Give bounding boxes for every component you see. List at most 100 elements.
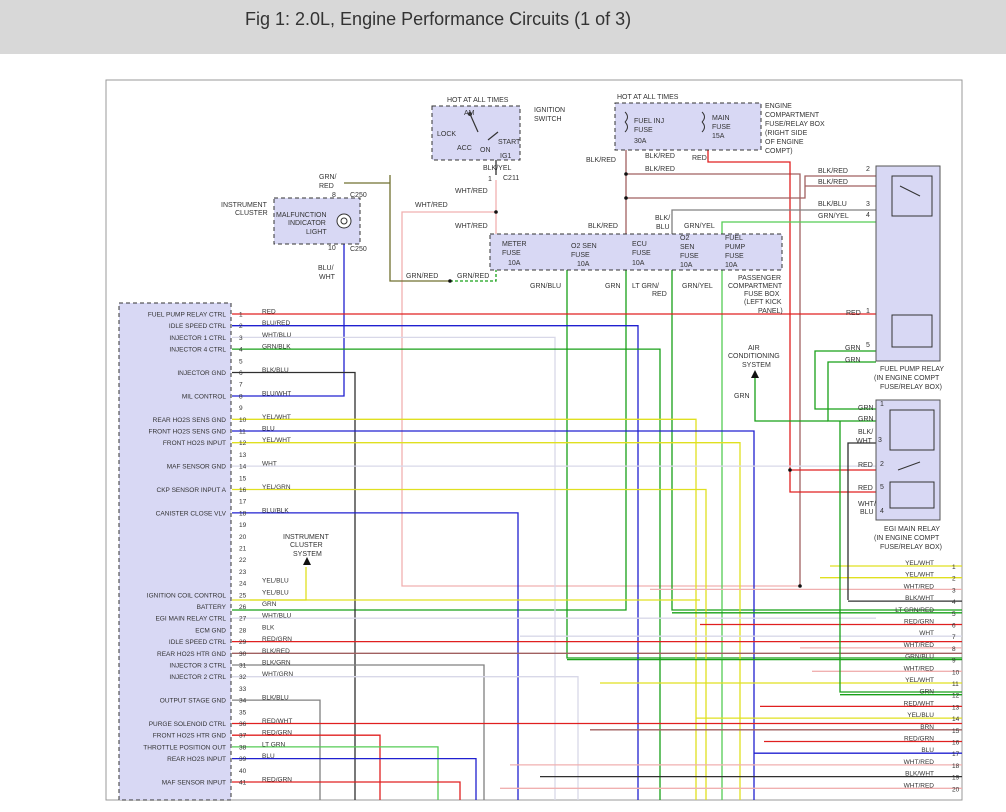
- ecu-pin-number: 27: [239, 616, 247, 623]
- ecu-pin-wire: YEL/WHT: [262, 437, 291, 444]
- wire-wht-red-long: [401, 211, 800, 587]
- ecu-pin-number: 4: [239, 347, 243, 354]
- label-fpr-p5: 5: [866, 342, 870, 349]
- ecu-pin-number: 25: [239, 592, 247, 599]
- ecu-pin-wire: YEL/WHT: [262, 414, 291, 421]
- label-hot-fuse: HOT AT ALL TIMES: [617, 94, 679, 101]
- ecu-pin-wire: YEL/BLU: [262, 578, 289, 585]
- right-conn-pin: 5: [952, 611, 956, 618]
- label-blk-red-d: BLK/RED: [588, 223, 618, 230]
- label-o2b-2: SEN: [680, 244, 694, 251]
- right-conn-pin: 14: [952, 716, 960, 723]
- right-conn-wire: BRN: [920, 724, 934, 731]
- ecu-pin-number: 5: [239, 358, 243, 365]
- ecu-pin-wire: GRN: [262, 601, 277, 608]
- label-main-fuse: FUSE: [712, 124, 731, 131]
- right-conn-wire: LT GRN/RED: [895, 607, 934, 614]
- label-ecu: ECU: [632, 241, 647, 248]
- label-fpr-grnyel: GRN/YEL: [818, 213, 849, 220]
- label-fpr-blkblu: BLK/BLU: [818, 201, 847, 208]
- ecu-pin-wire: WHT: [262, 461, 277, 468]
- right-conn-wire: BLK/WHT: [905, 595, 934, 602]
- wire-pin16: [232, 488, 707, 800]
- label-pcfb3: FUSE BOX: [744, 291, 780, 298]
- label-blk-red-a: BLK/RED: [586, 157, 616, 164]
- label-fpr-p1: 1: [866, 308, 870, 315]
- right-conn-wire: BLK/WHT: [905, 771, 934, 778]
- splice-dot: [624, 196, 628, 200]
- label-ecfb4: (RIGHT SIDE: [765, 130, 808, 137]
- right-conn-wire: GRN/BLU: [905, 654, 934, 661]
- start-contact: [487, 131, 499, 141]
- right-conn-pin: 10: [952, 669, 960, 676]
- right-conn-wire: RED/WHT: [904, 700, 934, 707]
- ecu-pin-wire: BLU/WHT: [262, 390, 291, 397]
- right-conn-pin: 11: [952, 681, 959, 688]
- ecu-pin-wire: WHT/BLU: [262, 613, 292, 620]
- ecu-pin-number: 13: [239, 452, 247, 459]
- wire-pin31: [232, 664, 485, 800]
- wire-pin3: [232, 336, 556, 800]
- label-egi1: EGI MAIN RELAY: [884, 526, 940, 533]
- right-conn-wire: WHT/RED: [904, 642, 935, 649]
- right-conn-pin: 2: [952, 576, 956, 583]
- ecu-pin-label: FUEL PUMP RELAY CTRL: [148, 312, 227, 319]
- right-conn-wire: RED/GRN: [904, 619, 934, 626]
- ecu-pin-number: 28: [239, 627, 247, 634]
- ecu-pin-number: 2: [239, 323, 243, 330]
- label-fpr-p3: 3: [866, 201, 870, 208]
- figure-title: Fig 1: 2.0L, Engine Performance Circuits…: [245, 9, 632, 29]
- fuel-pump-relay-coil: [891, 314, 933, 348]
- egi-main-relay: [875, 399, 941, 521]
- label-pcfb4: (LEFT KICK: [744, 299, 782, 306]
- ecu-pin-wire: BLU: [262, 426, 275, 433]
- label-egi-p1: 1: [880, 401, 884, 408]
- ecu-pin-number: 34: [239, 698, 247, 705]
- ecu-pin-number: 9: [239, 405, 243, 412]
- label-ecu-f: FUSE: [632, 250, 651, 257]
- ecu-pin-number: 39: [239, 756, 247, 763]
- ecu-pin-wire: BLU/BLK: [262, 507, 289, 514]
- right-conn-pin: 7: [952, 634, 956, 641]
- ecu-pin-wire: RED/GRN: [262, 636, 292, 643]
- ecu-pin-number: 36: [239, 721, 247, 728]
- splice-dot: [448, 279, 452, 283]
- egi-relay-contact: [897, 461, 921, 471]
- label-pcfb2: COMPARTMENT: [728, 283, 783, 290]
- ecu-pin-number: 17: [239, 499, 247, 506]
- right-conn-pin: 12: [952, 693, 960, 700]
- ecu-pin-label: REAR HO2S HTR GND: [157, 651, 226, 658]
- ecu-pin-label: MAF SENSOR GND: [167, 464, 227, 471]
- ecu-pin-number: 12: [239, 440, 247, 447]
- right-conn-wire: GRN: [920, 689, 935, 696]
- ecu-pin-number: 41: [239, 780, 247, 787]
- label-ig1: IG1: [500, 153, 511, 160]
- ecu-pin-label: THROTTLE POSITION OUT: [143, 744, 226, 751]
- label-meter-f: FUSE: [502, 250, 521, 257]
- ecu-pin-wire: BLU/RED: [262, 320, 290, 327]
- label-egi-blkwht2: WHT: [856, 438, 873, 445]
- label-icb1: INSTRUMENT: [283, 534, 330, 541]
- ecu-pin-label: MAF SENSOR INPUT: [162, 780, 226, 787]
- right-conn-pin: 20: [952, 786, 960, 793]
- right-conn-pin: 16: [952, 740, 960, 747]
- ecu-pin-wire: WHT/BLU: [262, 332, 292, 339]
- wire-pin18: [232, 512, 519, 800]
- label-fpr3: FUSE/RELAY BOX): [880, 384, 942, 391]
- label-fuel-inj-fuse: FUSE: [634, 127, 653, 134]
- label-egi-red2: RED: [858, 485, 873, 492]
- wire-grn-yel-fpr: [721, 221, 876, 234]
- ecu-pin-wire: LT GRN: [262, 741, 286, 748]
- wire-grn-drop: [232, 270, 627, 611]
- label-fpr-p4: 4: [866, 212, 870, 219]
- right-conn-wire: YEL/WHT: [905, 572, 934, 579]
- label-ic2: CLUSTER: [235, 210, 268, 217]
- label-o2b: O2: [680, 235, 689, 242]
- passenger-fuse-box: [489, 233, 783, 271]
- label-egi2: (IN ENGINE COMPT: [874, 535, 940, 542]
- right-conn-wire: WHT: [919, 630, 934, 637]
- ecu-pin-label: BATTERY: [197, 604, 227, 611]
